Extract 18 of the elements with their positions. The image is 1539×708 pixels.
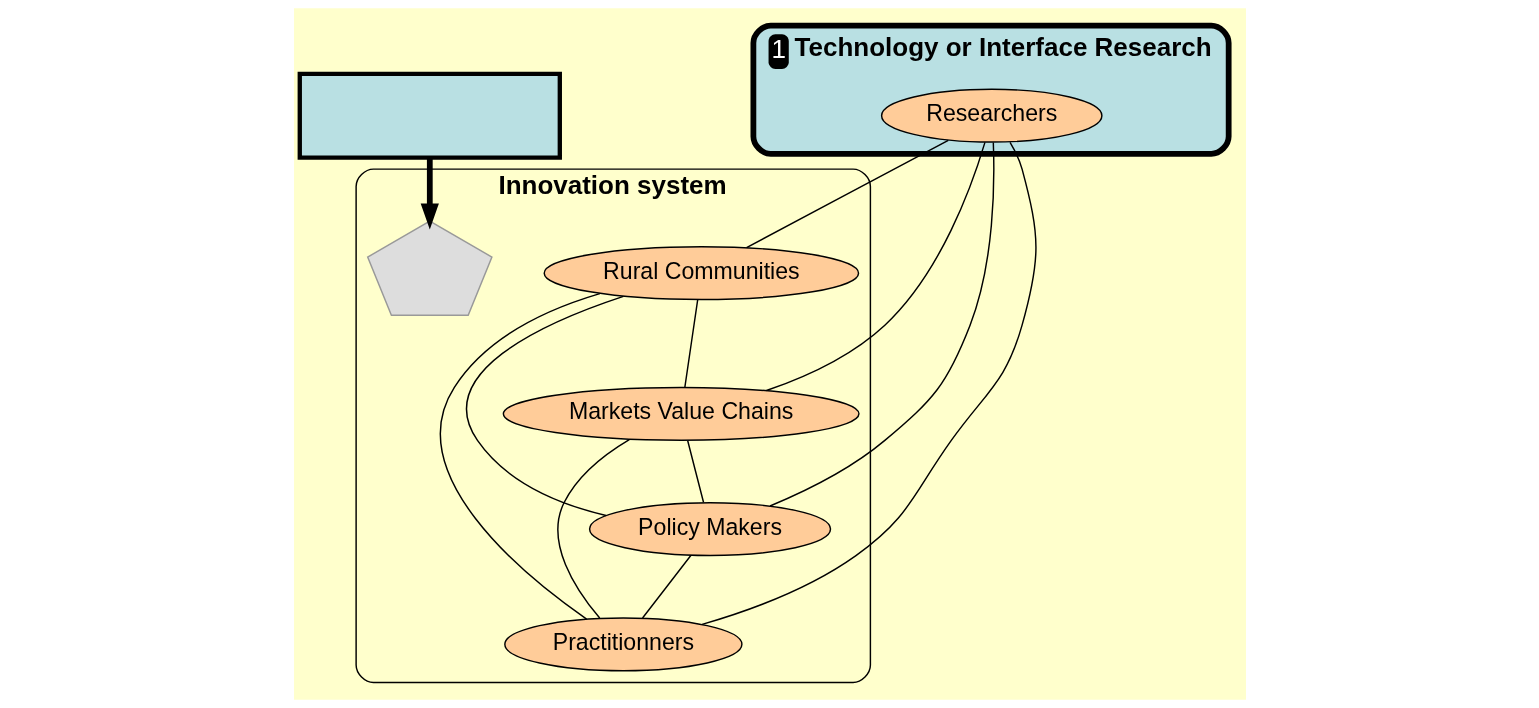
connector bbox=[765, 141, 986, 392]
connector bbox=[556, 438, 630, 619]
node-ellipse: Markets Value Chains bbox=[502, 386, 860, 441]
connector bbox=[439, 292, 601, 620]
connector bbox=[686, 440, 704, 503]
node-polygon bbox=[366, 220, 493, 316]
connector bbox=[745, 139, 949, 249]
node-ellipse: Practitionners bbox=[503, 617, 743, 672]
connector bbox=[465, 295, 624, 517]
connector bbox=[768, 141, 995, 507]
node-ellipse: Researchers bbox=[880, 88, 1103, 143]
node-ellipse: Policy Makers bbox=[588, 501, 831, 557]
arrow bbox=[420, 157, 439, 230]
node-box bbox=[297, 71, 562, 160]
node-ellipse: Rural Communities bbox=[543, 246, 859, 301]
connector bbox=[683, 299, 698, 388]
connector bbox=[641, 554, 692, 619]
connector bbox=[700, 141, 1037, 626]
